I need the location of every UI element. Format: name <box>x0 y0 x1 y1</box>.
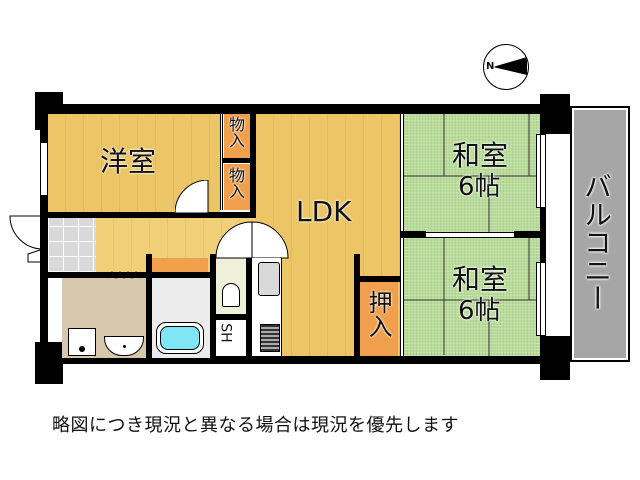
pillar-bottom-left <box>35 342 63 384</box>
compass: N <box>483 44 529 90</box>
linen-shelf <box>152 258 208 272</box>
wall-bottom <box>40 356 568 364</box>
toilet-door-icon <box>215 221 289 259</box>
window-right-2-pane <box>540 262 546 336</box>
oshiire <box>360 282 398 356</box>
balcony <box>570 106 630 362</box>
entrance-wall <box>40 218 44 278</box>
japanese-room-1-size: 6帖 <box>458 172 501 202</box>
oshiire-label: 押入 <box>364 290 392 338</box>
wall-top <box>40 104 568 114</box>
entrance <box>48 218 96 272</box>
japanese-room-divider <box>400 231 540 238</box>
japanese-room-1-label: 和室 <box>452 139 509 172</box>
toilet-wall-right <box>246 254 252 358</box>
storage-1 <box>224 114 250 160</box>
bath-wall-top <box>146 272 212 278</box>
japanese-room-2-size: 6帖 <box>458 296 501 326</box>
japanese-room-1 <box>404 114 540 232</box>
disclaimer-caption: 略図につき現況と異なる場合は現況を優先します <box>52 415 459 436</box>
japanese-room-2-label: 和室 <box>452 263 509 296</box>
closet-door-line <box>220 114 223 210</box>
shoe-storage-label: SH <box>217 323 234 343</box>
oshiire-wall <box>354 254 360 356</box>
washing-machine <box>68 328 96 356</box>
bath-wall-left <box>146 254 152 358</box>
compass-north-label: N <box>486 61 495 72</box>
oshiire-wall-top <box>354 276 400 282</box>
stove <box>260 324 280 352</box>
folding-door-icon <box>108 271 141 279</box>
entrance-door-icon <box>9 215 44 263</box>
washroom-wall-top <box>40 272 148 278</box>
window-left <box>40 142 48 196</box>
ldk-label: LDK <box>296 195 352 228</box>
western-room-door-icon <box>175 180 209 214</box>
balcony-label: バルコニー <box>580 172 613 312</box>
toilet-wall-left <box>210 254 216 358</box>
kitchen-sink <box>258 262 280 296</box>
toilet-wall-bottom <box>214 314 248 320</box>
toilet <box>222 283 240 307</box>
western-room-label: 洋室 <box>100 145 157 178</box>
storage-2 <box>224 164 250 210</box>
closet-wall <box>250 114 256 220</box>
western-room-wall <box>40 212 256 218</box>
storage-1-label: 物入 <box>226 116 245 148</box>
tatami-lines <box>404 114 540 356</box>
bathtub <box>156 322 204 354</box>
window-right-1-pane <box>540 134 546 208</box>
shoe-storage <box>216 320 242 356</box>
wall-right <box>540 104 546 362</box>
japanese-room-2 <box>404 238 540 356</box>
compass-arrow-icon <box>493 57 527 75</box>
closet-divider <box>220 158 252 163</box>
storage-2-label: 物入 <box>226 167 245 199</box>
wall-left <box>40 104 48 364</box>
